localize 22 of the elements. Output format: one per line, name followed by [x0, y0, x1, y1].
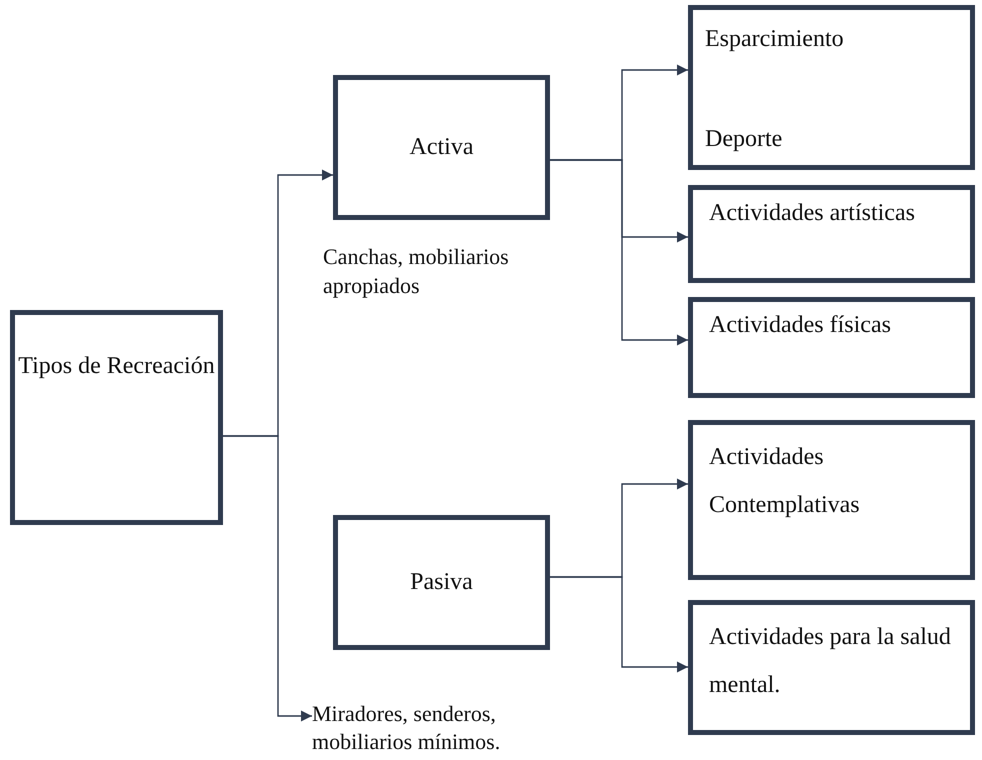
category-box	[688, 420, 975, 580]
label-text: Actividades Contemplativas	[709, 443, 861, 520]
category-box	[333, 515, 550, 650]
category-box	[10, 310, 223, 525]
arrow	[550, 159, 688, 346]
label-text: Pasiva	[410, 568, 473, 597]
arrow	[550, 576, 688, 672]
label-text: Deporte	[705, 124, 784, 154]
category-box	[688, 600, 975, 735]
arrow	[223, 435, 312, 722]
label-text: Tipos de Recreación	[18, 352, 215, 381]
category-box	[333, 75, 550, 220]
label-text: Miradores, senderos, mobiliarios mínimos.	[312, 701, 500, 754]
category-box	[688, 297, 975, 398]
label-text: Actividades para la salud mental.	[709, 623, 952, 700]
label-text: Actividades artísticas	[709, 199, 916, 228]
category-box	[688, 185, 975, 283]
label-text: Actividades físicas	[709, 311, 892, 340]
caption-text: Canchas, mobiliarios apropiados	[323, 243, 510, 300]
label-text: Esparcimiento	[705, 25, 845, 54]
label-text: Activa	[410, 132, 474, 162]
category-box	[688, 5, 975, 170]
